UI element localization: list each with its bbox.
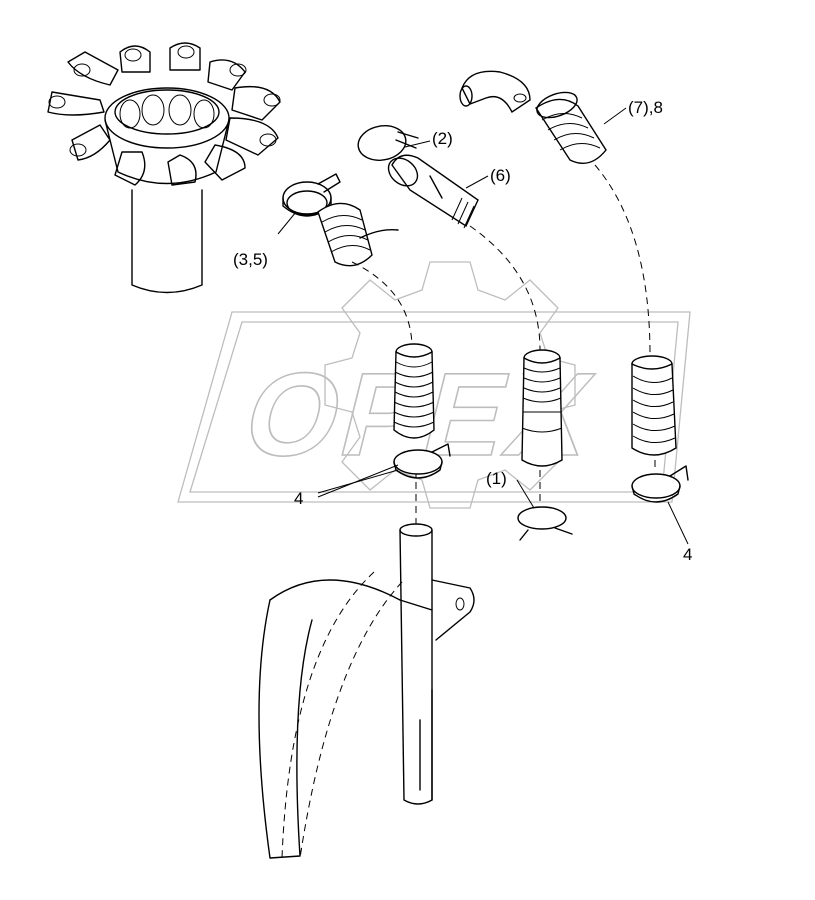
elbow-fitting [459,70,531,114]
assembly-lines [351,164,656,525]
corrugated-sleeve-lower [631,355,677,456]
callout-2: (2) [432,129,453,148]
callout-3-5: (3,5) [233,250,268,269]
spring-clip-upper [357,125,419,161]
corrugated-hose-lower [393,343,435,439]
corrugated-sleeve-upper [535,91,607,164]
distributor-head [47,42,281,294]
adapter-tube-lower [521,349,563,467]
watermark-frame-outer [177,311,691,503]
leader-lines [277,107,689,545]
spring-clip-lower [517,506,573,541]
callout-4-right: 4 [683,545,692,564]
adapter-tube [387,154,479,229]
callout-labels: (2) (6) (7),8 (3,5) 4 (1) 4 [233,98,692,564]
callout-6: (6) [490,166,511,185]
corrugated-hose-upper [317,202,399,267]
callout-4-left: 4 [294,489,303,508]
seed-coulter [258,523,475,859]
hose-clamp-lower-right [631,465,689,503]
watermark-gear [324,261,576,509]
callout-1: (1) [486,469,507,488]
hose-clamp-lower-left [393,443,451,479]
callout-7-8: (7),8 [628,98,663,117]
